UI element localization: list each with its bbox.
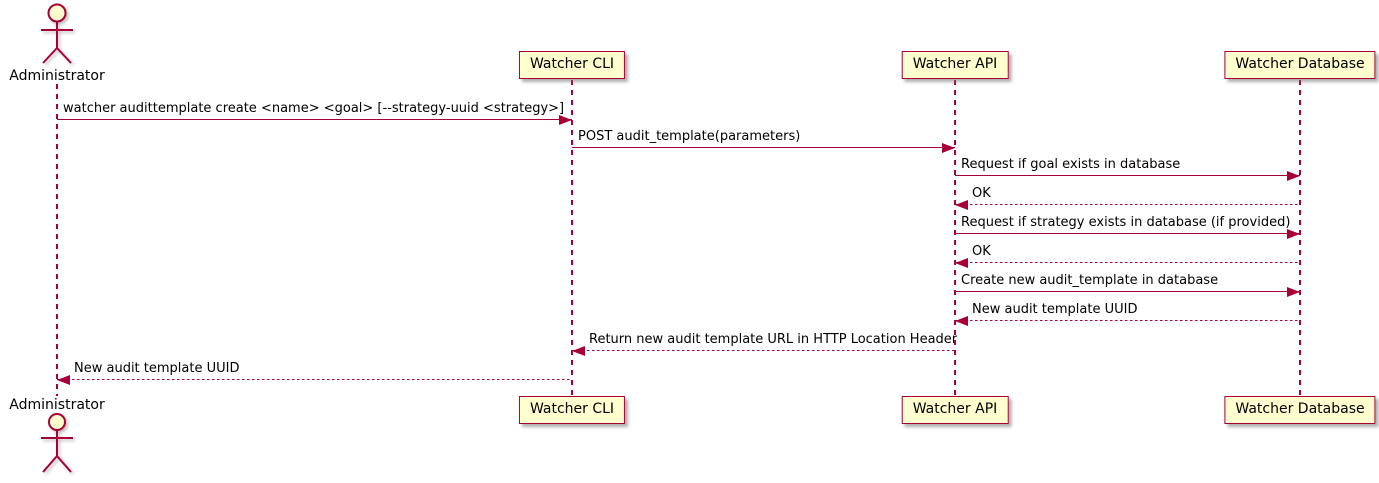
message-arrow <box>572 141 955 155</box>
actor-icon <box>41 413 73 473</box>
message-create-in-database: Create new audit_template in database <box>955 273 1300 299</box>
message-request-strategy-exists: Request if strategy exists in database (… <box>955 215 1300 241</box>
message-arrow <box>955 256 1300 270</box>
lifeline-watcher-api <box>954 80 956 396</box>
message-create-audittemplate: watcher audittemplate create <name> <goa… <box>57 101 572 127</box>
participant-watcher-database-top: Watcher Database <box>1224 51 1376 79</box>
message-new-uuid-to-admin: New audit template UUID <box>57 361 572 387</box>
message-label: Create new audit_template in database <box>961 273 1219 288</box>
participant-watcher-cli-top: Watcher CLI <box>518 51 626 79</box>
message-label: New audit template UUID <box>972 302 1138 317</box>
message-label: Request if strategy exists in database (… <box>961 215 1291 230</box>
message-arrow <box>955 314 1300 328</box>
message-label: Return new audit template URL in HTTP Lo… <box>589 332 958 347</box>
actor-icon <box>41 3 73 64</box>
message-arrow <box>955 169 1300 183</box>
message-label: OK <box>972 186 991 201</box>
message-arrow <box>57 113 572 127</box>
message-arrow <box>572 344 955 358</box>
message-arrow <box>955 198 1300 212</box>
lifeline-administrator <box>56 84 58 396</box>
participant-watcher-api-top: Watcher API <box>901 51 1009 79</box>
participant-watcher-database-bottom: Watcher Database <box>1224 396 1376 424</box>
message-label: watcher audittemplate create <name> <goa… <box>63 101 565 116</box>
message-label: OK <box>972 244 991 259</box>
message-strategy-ok: OK <box>955 244 1300 270</box>
participant-watcher-cli-bottom: Watcher CLI <box>518 396 626 424</box>
message-return-location-header: Return new audit template URL in HTTP Lo… <box>572 332 958 358</box>
message-label: Request if goal exists in database <box>961 157 1181 172</box>
message-new-uuid-from-db: New audit template UUID <box>955 302 1300 328</box>
message-arrow <box>57 373 572 387</box>
message-goal-ok: OK <box>955 186 1300 212</box>
message-label: New audit template UUID <box>74 361 240 376</box>
actor-label-bottom: Administrator <box>9 397 105 413</box>
actor-label-top: Administrator <box>9 68 105 84</box>
message-label: POST audit_template(parameters) <box>578 129 801 144</box>
message-post-audit-template: POST audit_template(parameters) <box>572 129 955 155</box>
message-arrow <box>955 227 1300 241</box>
lifeline-watcher-cli <box>571 80 573 396</box>
participant-watcher-api-bottom: Watcher API <box>901 396 1009 424</box>
message-request-goal-exists: Request if goal exists in database <box>955 157 1300 183</box>
message-arrow <box>955 285 1300 299</box>
